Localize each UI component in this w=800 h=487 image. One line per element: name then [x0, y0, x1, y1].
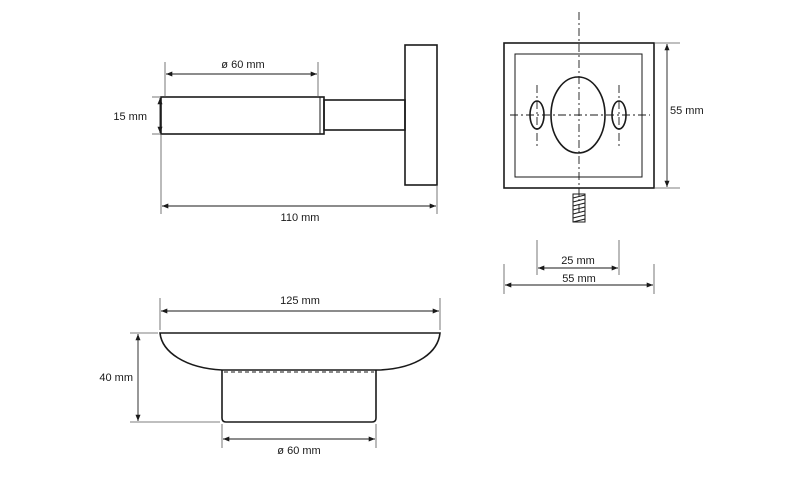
side-view: ø 60 mm 15 mm 110 mm [113, 44, 438, 224]
dim-label-plate-height: 55 mm [670, 105, 704, 117]
dim-label-total-depth: 110 mm [281, 212, 320, 224]
dim-label-pipe-diameter: ø 60 mm [221, 59, 264, 71]
dim-label-dish-height: 40 mm [99, 372, 133, 384]
center-oval [550, 76, 606, 154]
dim-label-hole-spacing: 25 mm [561, 255, 595, 267]
dim-label-pipe-height: 15 mm [113, 111, 147, 123]
mount-slot-right [611, 100, 627, 130]
soap-dish-bowl [159, 332, 441, 371]
soap-dish-base [221, 370, 377, 423]
dim-label-plate-width: 55 mm [562, 273, 596, 285]
dish-view: 125 mm 40 mm ø 60 mm [99, 295, 441, 457]
set-screw [572, 193, 586, 223]
front-view: 55 mm 25 mm 55 mm [503, 12, 704, 294]
dim-label-dish-base-diameter: ø 60 mm [277, 445, 320, 457]
wall-plate-side [404, 44, 438, 186]
mount-slot-left [529, 100, 545, 130]
dim-label-dish-width: 125 mm [280, 295, 320, 307]
connecting-rod [323, 99, 406, 131]
holder-pipe [160, 96, 325, 135]
wall-plate-inner [514, 53, 643, 178]
